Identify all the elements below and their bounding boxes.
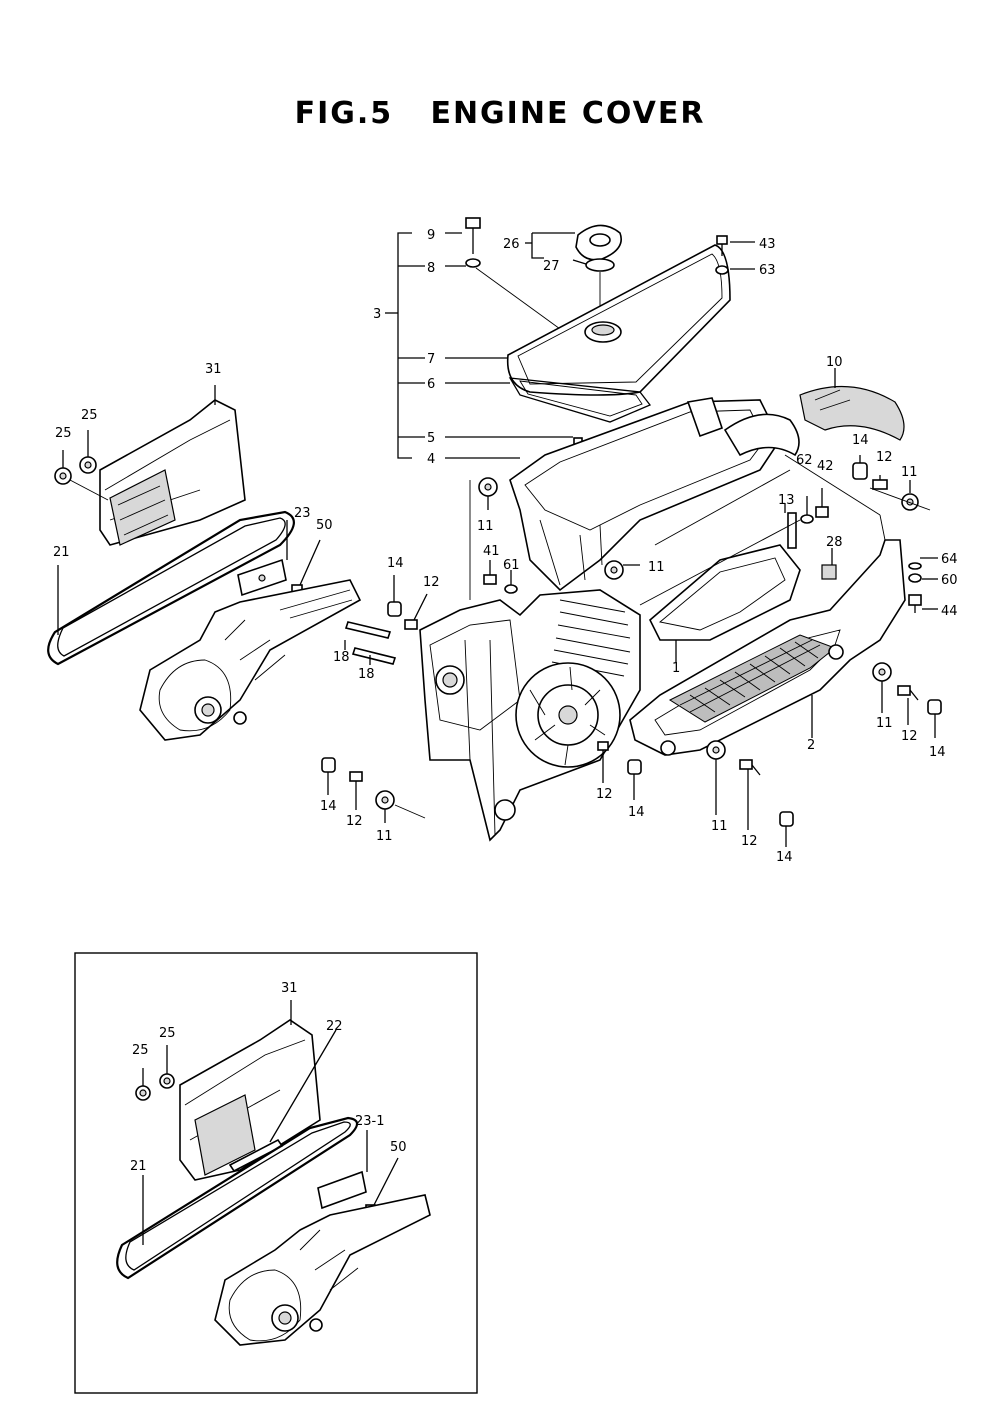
part-callout-21: 21 xyxy=(53,545,70,560)
inset-part-callout-21: 21 xyxy=(130,1159,147,1174)
part-callout-12: 12 xyxy=(741,834,758,849)
engine-cover-assembly xyxy=(385,217,905,592)
figure-title: FIG.5 ENGINE COVER xyxy=(294,96,706,131)
part-callout-18: 18 xyxy=(333,650,350,665)
part-callout-63: 63 xyxy=(759,263,776,278)
part-callout-2: 2 xyxy=(807,738,815,753)
crankcase-housing xyxy=(419,480,641,842)
part-callout-44: 44 xyxy=(941,604,958,619)
callout-labels: 9837654262743631014121142621328646044312… xyxy=(53,228,958,865)
part-callout-25: 25 xyxy=(55,426,72,441)
inset-part-callout-25: 25 xyxy=(159,1026,176,1041)
part-callout-41: 41 xyxy=(483,544,500,559)
part-callout-43: 43 xyxy=(759,237,776,252)
part-callout-60: 60 xyxy=(941,573,958,588)
part-callout-11: 11 xyxy=(477,519,494,534)
part-callout-14: 14 xyxy=(387,556,404,571)
part-callout-11: 11 xyxy=(648,560,665,575)
part-callout-14: 14 xyxy=(776,850,793,865)
part-callout-50: 50 xyxy=(316,518,333,533)
part-callout-64: 64 xyxy=(941,552,958,567)
part-callout-1: 1 xyxy=(672,661,680,676)
part-callout-11: 11 xyxy=(711,819,728,834)
inset-part-callout-50: 50 xyxy=(390,1140,407,1155)
rear-handle xyxy=(629,539,906,756)
side-cover-group xyxy=(47,385,362,741)
part-callout-23: 23 xyxy=(294,506,311,521)
part-callout-13: 13 xyxy=(778,493,795,508)
part-callout-12: 12 xyxy=(423,575,440,590)
under-plate xyxy=(639,469,801,662)
part-callout-14: 14 xyxy=(320,799,337,814)
part-callout-10: 10 xyxy=(826,355,843,370)
part-callout-42: 42 xyxy=(817,459,834,474)
rear-mount-fasteners xyxy=(784,455,938,613)
part-callout-26: 26 xyxy=(503,237,520,252)
part-callout-12: 12 xyxy=(876,450,893,465)
part-callout-8: 8 xyxy=(427,261,435,276)
part-callout-4: 4 xyxy=(427,452,435,467)
inset-part-callout-31: 31 xyxy=(281,981,298,996)
part-callout-14: 14 xyxy=(628,805,645,820)
part-callout-7: 7 xyxy=(427,352,435,367)
inset-variant xyxy=(74,952,478,1394)
part-callout-12: 12 xyxy=(901,729,918,744)
inset-callout-labels: 31 22 25 25 21 23-1 50 xyxy=(130,981,407,1174)
part-callout-27: 27 xyxy=(543,259,560,274)
part-callout-11: 11 xyxy=(876,716,893,731)
part-callout-6: 6 xyxy=(427,377,435,392)
part-callout-5: 5 xyxy=(427,431,435,446)
part-callout-9: 9 xyxy=(427,228,435,243)
part-callout-61: 61 xyxy=(503,558,520,573)
part-callout-11: 11 xyxy=(901,465,918,480)
part-callout-12: 12 xyxy=(596,787,613,802)
part-callout-14: 14 xyxy=(929,745,946,760)
part-callout-3: 3 xyxy=(373,307,381,322)
part-callout-25: 25 xyxy=(81,408,98,423)
part-callout-28: 28 xyxy=(826,535,843,550)
part-callout-18: 18 xyxy=(358,667,375,682)
inset-part-callout-22: 22 xyxy=(326,1019,343,1034)
part-callout-11: 11 xyxy=(376,829,393,844)
lower-mount-fasteners xyxy=(321,477,942,847)
part-callout-12: 12 xyxy=(346,814,363,829)
part-callout-62: 62 xyxy=(796,453,813,468)
inset-part-callout-25: 25 xyxy=(132,1043,149,1058)
part-callout-31: 31 xyxy=(205,362,222,377)
part-callout-14: 14 xyxy=(852,433,869,448)
inset-part-callout-23-1: 23-1 xyxy=(355,1114,385,1129)
